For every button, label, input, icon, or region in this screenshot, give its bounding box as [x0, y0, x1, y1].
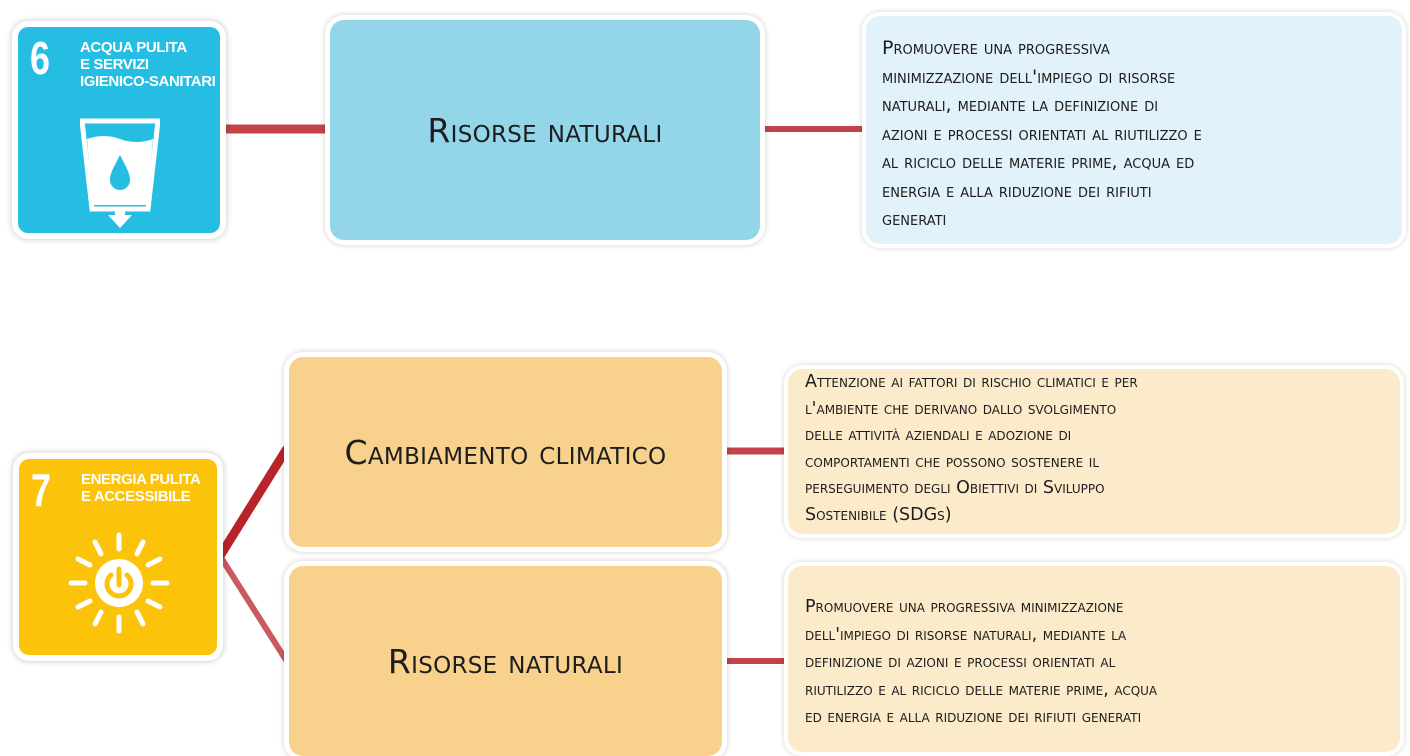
description-box-climate: Attenzione ai fattori di rischio climati…	[788, 369, 1400, 534]
topic-box-cambiamento-climatico: Cambiamento climatico	[289, 357, 722, 547]
sdg7-tile: 7 Energia pulita e accessibile	[19, 459, 217, 655]
topic-label: Risorse naturali	[427, 110, 663, 150]
topic-label: Cambiamento climatico	[344, 432, 667, 472]
sun-power-icon	[68, 532, 170, 634]
sdg6-number: 6	[30, 32, 50, 84]
water-glass-icon	[80, 118, 160, 228]
topic-box-risorse-naturali-2: Risorse naturali	[289, 566, 722, 756]
topic-label: Risorse naturali	[387, 641, 624, 681]
sdg6-tile: 6 Acqua pulita e servizi igienico-sanita…	[18, 27, 220, 233]
sdg6-title: Acqua pulita e servizi igienico-sanitari	[80, 39, 216, 90]
topic-box-risorse-naturali-1: Risorse naturali	[330, 20, 760, 240]
sdg7-number: 7	[31, 464, 51, 516]
connector-sdg7-to-resources	[217, 553, 289, 663]
connector-sdg7-to-climate	[215, 445, 291, 561]
description-box-1: Promuovere una progressiva minimizzazion…	[866, 16, 1402, 244]
sdg7-title: Energia pulita e accessibile	[81, 471, 201, 505]
description-box-resources: Promuovere una progressiva minimizzazion…	[788, 566, 1400, 752]
